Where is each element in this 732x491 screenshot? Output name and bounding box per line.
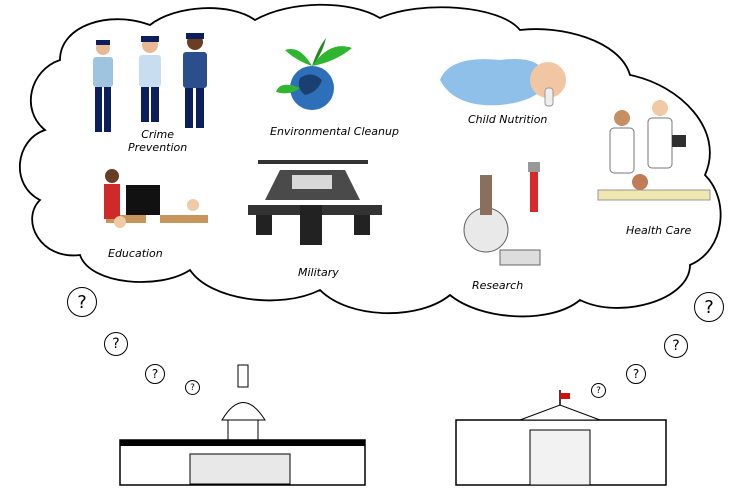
earth-plant-illustration [276,38,352,110]
research-glassware-illustration [463,162,541,266]
label-child-nutrition: Child Nutrition [468,113,548,126]
label-military: Military [298,266,339,279]
police-officers-illustration [93,33,207,132]
label-environmental-cleanup: Environmental Cleanup [270,125,399,138]
question-mark-icon: ? [626,364,646,384]
question-mark-icon: ? [104,332,128,356]
question-mark-icon: ? [145,364,165,384]
helicopter-illustration [248,160,382,245]
doctors-illustration [597,100,711,201]
classroom-illustration [104,169,208,228]
white-house-illustration [455,390,667,486]
label-research: Research [472,279,524,292]
question-mark-icon: ? [67,287,97,317]
question-mark-icon: ? [694,292,724,322]
label-crime-prevention: Crime Prevention [128,128,187,154]
baby-illustration [440,59,566,107]
question-mark-icon: ? [591,383,606,398]
label-crime-prevention-line2: Prevention [128,141,188,154]
question-mark-icon: ? [185,380,200,395]
capitol-building-illustration [119,364,366,486]
label-crime-prevention-line1: Crime [141,128,174,141]
label-education: Education [108,247,163,260]
label-health-care: Health Care [626,224,692,237]
question-mark-icon: ? [664,334,688,358]
